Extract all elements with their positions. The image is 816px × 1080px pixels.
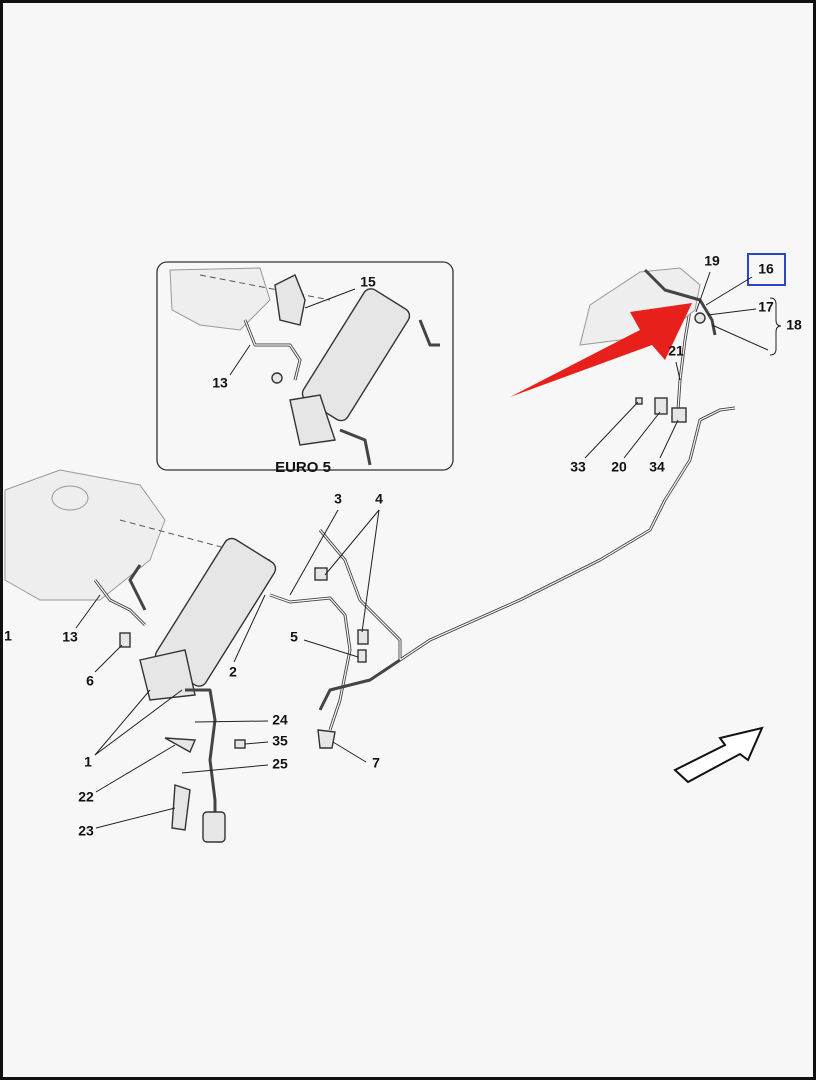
label-2: 2 [229, 664, 237, 680]
label-7: 7 [372, 755, 380, 771]
bracket-18 [769, 297, 782, 356]
label-18: 18 [786, 317, 802, 333]
fuel-line [269, 309, 736, 749]
highlight-box-part-16 [747, 253, 786, 286]
label-4: 4 [375, 491, 383, 507]
label-3: 3 [334, 491, 342, 507]
label-34: 34 [649, 459, 665, 475]
red-pointer-arrow [510, 303, 692, 397]
label-1-edge: 1 [4, 628, 12, 644]
label-13: 13 [62, 629, 78, 645]
label-20: 20 [611, 459, 627, 475]
label-22: 22 [78, 789, 94, 805]
inset-parts [169, 267, 440, 466]
direction-arrow-icon [673, 726, 764, 784]
label-25: 25 [272, 756, 288, 772]
leader-lines [75, 271, 769, 829]
label-33: 33 [570, 459, 586, 475]
label-23: 23 [78, 823, 94, 839]
label-21: 21 [668, 343, 684, 359]
label-5: 5 [290, 629, 298, 645]
euro5-inset-box [156, 261, 454, 471]
label-1: 1 [84, 754, 92, 770]
main-canister-assembly [4, 469, 277, 843]
label-19: 19 [704, 253, 720, 269]
label-6: 6 [86, 673, 94, 689]
label-13-inset: 13 [212, 375, 228, 391]
label-15: 15 [360, 274, 376, 290]
label-24: 24 [272, 712, 288, 728]
label-17: 17 [758, 299, 774, 315]
inset-title: EURO 5 [275, 459, 331, 476]
label-16: 16 [758, 261, 774, 277]
label-35: 35 [272, 733, 288, 749]
diagram-canvas: 1 1 2 3 4 5 6 7 13 13 15 16 17 18 19 20 … [4, 253, 802, 843]
part-labels: 1 1 2 3 4 5 6 7 13 13 15 16 17 18 19 20 … [4, 253, 802, 839]
